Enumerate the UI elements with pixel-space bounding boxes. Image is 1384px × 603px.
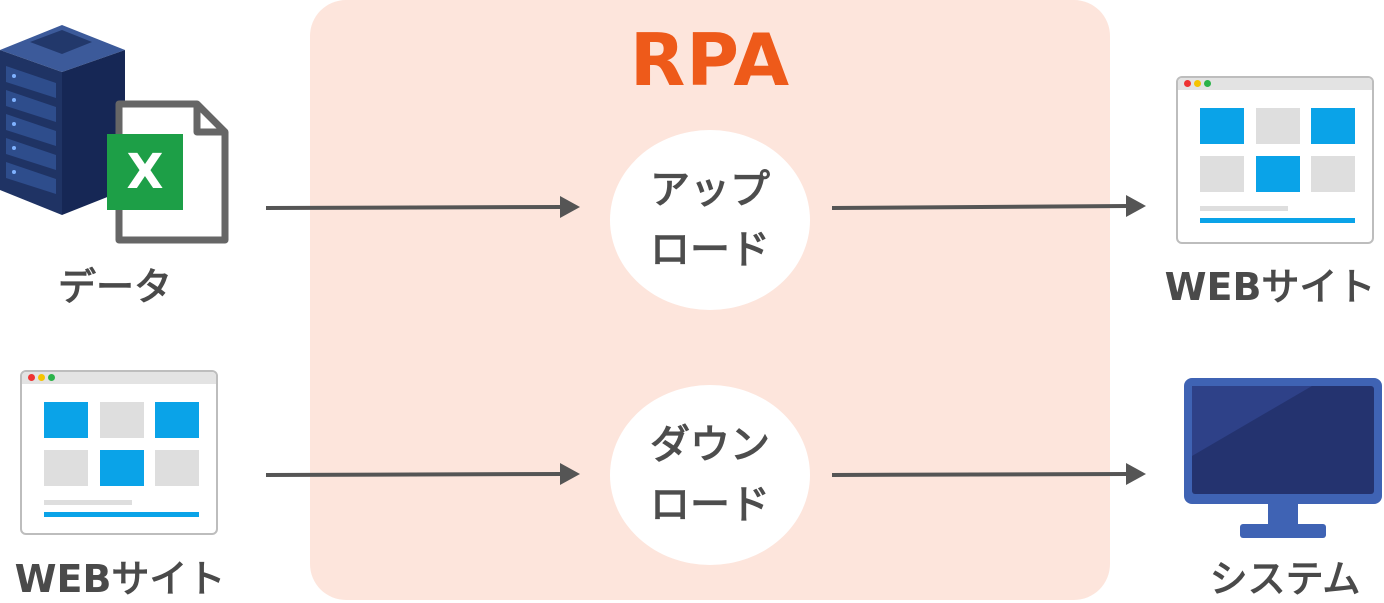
excel-file-icon [107, 100, 229, 244]
browser-titlebar [1178, 78, 1372, 90]
upload-label-line1: アップ [650, 167, 770, 213]
download-label-line2: ロード [650, 482, 770, 528]
excel-letter: X [126, 144, 164, 200]
arrow-website-to-download [265, 472, 563, 477]
target-website-label: WEBサイト [1164, 265, 1376, 309]
arrow-upload-to-website [831, 204, 1129, 210]
monitor-icon [1184, 378, 1382, 538]
upload-process: アップ ロード [610, 130, 810, 310]
target-website-window-icon [1176, 76, 1374, 244]
source-website-window-icon [20, 370, 218, 535]
arrowhead-upload-to-website [1126, 195, 1146, 217]
source-website-label: WEBサイト [14, 557, 226, 601]
arrow-download-to-system [831, 472, 1129, 477]
arrow-data-to-upload [265, 205, 563, 210]
rpa-title: RPA [629, 18, 791, 102]
download-process: ダウン ロード [610, 385, 810, 565]
arrowhead-download-to-system [1126, 463, 1146, 485]
arrowhead-data-to-upload [560, 196, 580, 218]
source-data-label: データ [57, 265, 172, 309]
browser-titlebar [22, 372, 216, 384]
download-label-line1: ダウン [650, 422, 770, 468]
arrowhead-website-to-download [560, 463, 580, 485]
target-system-label: システム [1209, 557, 1361, 601]
upload-label-line2: ロード [650, 227, 770, 273]
